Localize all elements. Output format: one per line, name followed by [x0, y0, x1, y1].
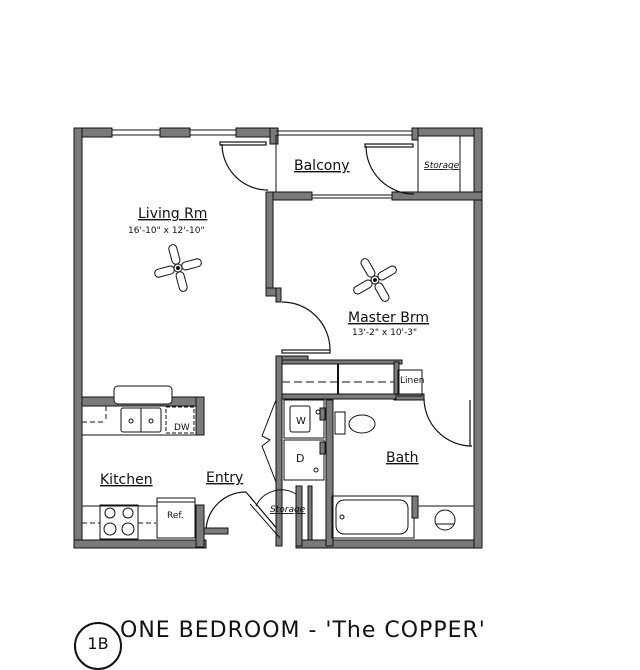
room-label-storage-top: Storage	[424, 161, 460, 171]
exterior-walls	[73, 127, 483, 549]
ceiling-fan-icon	[154, 244, 202, 292]
room-dims-living: 16'-10" x 12'-10"	[128, 226, 205, 236]
room-label-storage-entry: Storage	[270, 505, 306, 515]
room-label-entry: Entry	[206, 470, 243, 486]
room-label-living: Living Rm	[138, 206, 207, 222]
closet	[282, 364, 423, 397]
ceiling-fan-icon	[353, 258, 397, 302]
room-label-master: Master Brm	[348, 310, 429, 326]
windows	[112, 129, 412, 199]
room-label-kitchen: Kitchen	[100, 472, 153, 488]
room-dims-master: 13'-2" x 10'-3"	[352, 328, 417, 338]
room-label-linen: Linen	[400, 376, 424, 386]
floor-plan: Living Rm 16'-10" x 12'-10" Balcony Stor…	[73, 127, 483, 549]
dryer-label: D	[296, 452, 304, 465]
refrigerator-label: Ref.	[167, 511, 184, 521]
bath-fixtures	[249, 411, 474, 541]
plan-title: ONE BEDROOM - 'The COPPER'	[120, 618, 486, 643]
dishwasher-label: DW	[174, 423, 190, 433]
room-label-bath: Bath	[386, 450, 419, 466]
laundry	[261, 399, 326, 483]
interior-walls	[81, 355, 425, 548]
doors	[205, 141, 473, 531]
unit-badge: 1B	[74, 622, 122, 670]
balcony-outline	[275, 135, 461, 192]
room-label-balcony: Balcony	[294, 158, 350, 174]
kitchen-fixtures	[82, 385, 196, 540]
washer-label: W	[296, 416, 306, 427]
